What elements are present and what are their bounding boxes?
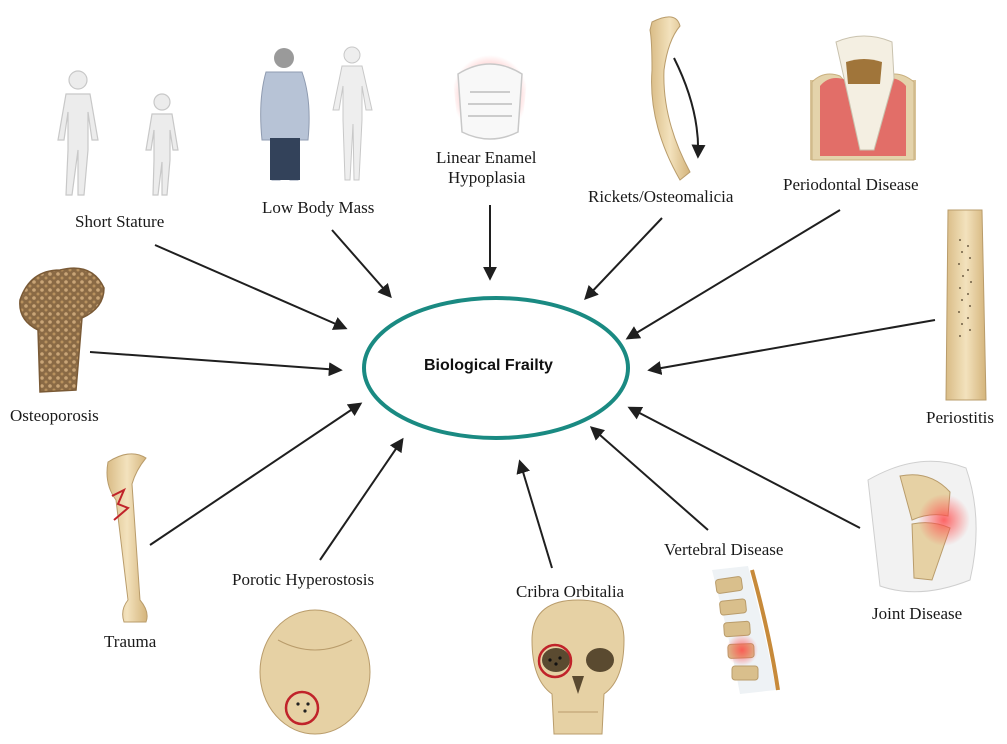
skull-top-icon [260,610,370,734]
arrow-rickets [586,218,662,298]
label-cribra-orbitalia: Cribra Orbitalia [516,582,624,602]
label-short-stature: Short Stature [75,212,164,232]
arrow-short-stature [155,245,345,328]
bent-femur-icon [650,17,698,180]
arrow-low-body-mass [332,230,390,296]
periodontal-tooth-icon [810,36,916,160]
arrow-periodontal [628,210,840,338]
label-periodontal: Periodontal Disease [783,175,919,195]
arrow-trauma [150,404,360,545]
label-rickets: Rickets/Osteomalicia [588,187,733,207]
label-trauma: Trauma [104,632,156,652]
center-label: Biological Frailty [424,357,553,375]
label-enamel-line2: Hypoplasia [448,168,525,188]
label-enamel-line1: Linear Enamel [436,148,537,168]
label-osteoporosis: Osteoporosis [10,406,99,426]
porous-femur-head-icon [20,268,104,392]
arrow-periostitis [650,320,935,370]
label-periostitis: Periostitis [926,408,994,428]
skull-front-icon [532,600,624,734]
label-porotic-hyperostosis: Porotic Hyperostosis [232,570,374,590]
arrow-porotic [320,440,402,560]
spine-icon [712,566,778,694]
arrow-vertebral [592,428,708,530]
label-low-body-mass: Low Body Mass [262,198,374,218]
arrow-osteoporosis [90,352,340,370]
fractured-femur-icon [107,454,147,622]
tibia-shaft-icon [946,210,986,400]
label-joint-disease: Joint Disease [872,604,962,624]
label-vertebral-disease: Vertebral Disease [664,540,783,560]
arrow-joint [630,408,860,528]
tooth-enamel-icon [452,55,528,139]
knee-joint-icon [868,461,976,592]
human-figures-icon [58,71,178,195]
overweight-figures-icon [261,47,372,180]
arrow-cribra [520,462,552,568]
